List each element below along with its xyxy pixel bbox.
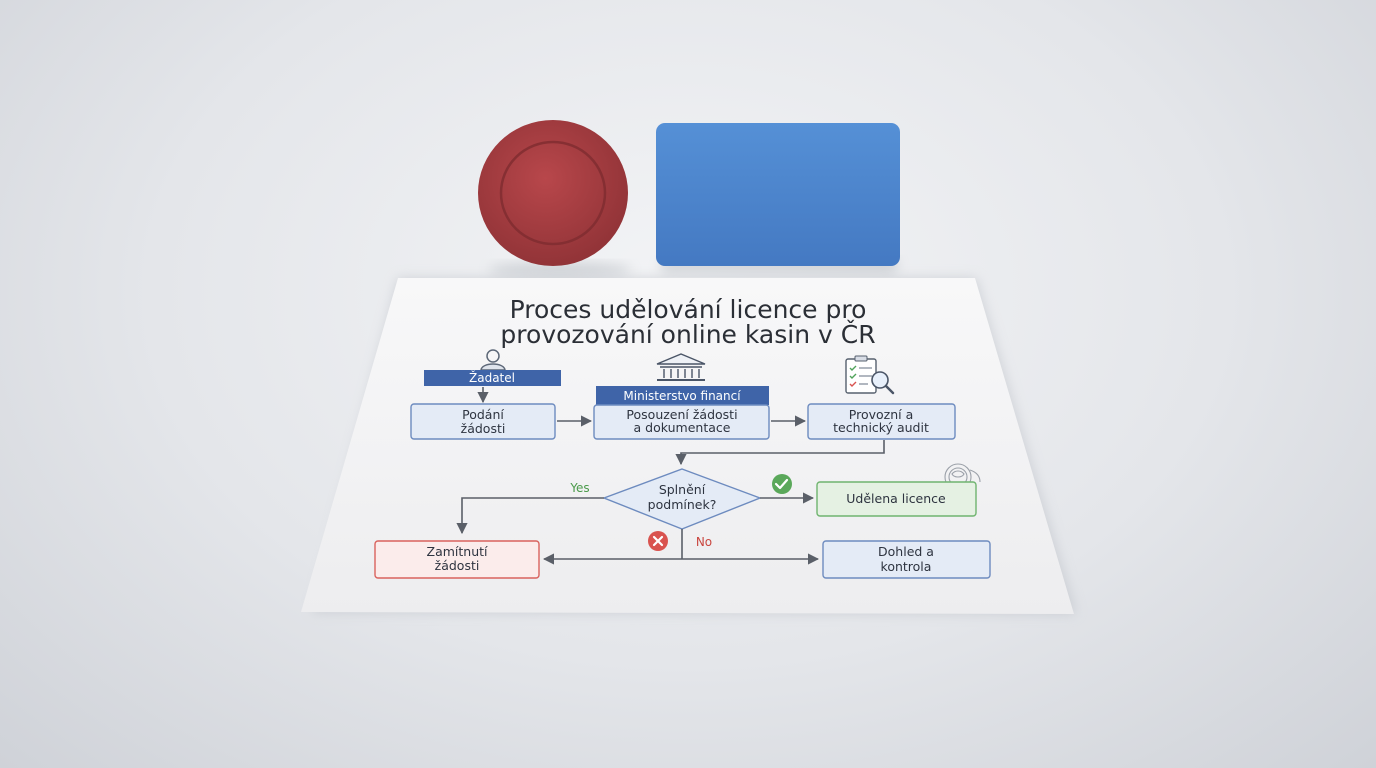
node-posouzeni-line-1: Posouzení žádosti: [626, 407, 737, 422]
cross-circle-icon: [648, 531, 668, 551]
node-zamitnuti-zadosti: Zamítnutí žádosti: [374, 540, 540, 579]
node-udelena-licence: Udělena licence: [816, 481, 977, 517]
node-podani-line-2: žádosti: [461, 421, 506, 436]
diagram-title-line-1: Proces udělování licence pro: [510, 295, 867, 324]
node-decision-line-2: podmínek?: [648, 497, 717, 512]
blue-card: [656, 123, 900, 266]
node-podani-zadosti: Podání žádosti: [410, 403, 556, 440]
node-dohled-line-2: kontrola: [881, 559, 932, 574]
edge-label-yes: Yes: [569, 481, 589, 495]
check-circle-icon: [772, 474, 792, 494]
diagram-title-line-2: provozování online kasin v ČR: [500, 319, 875, 349]
node-zamitnuti-line-2: žádosti: [435, 558, 480, 573]
red-casino-chip: [478, 120, 628, 266]
node-audit-line-2: technický audit: [833, 420, 929, 435]
node-audit-line-1: Provozní a: [849, 407, 913, 422]
node-udelena-label: Udělena licence: [846, 491, 946, 506]
zadatel-header: Žadatel: [424, 370, 561, 386]
ministerstvo-header-label: Ministerstvo financí: [623, 389, 741, 403]
node-posouzeni: Posouzení žádosti a dokumentace: [593, 404, 770, 440]
node-zamitnuti-line-1: Zamítnutí: [427, 544, 489, 559]
zadatel-header-label: Žadatel: [469, 370, 515, 385]
node-decision-line-1: Splnění: [659, 482, 706, 497]
bank-building-icon: [656, 353, 706, 381]
node-posouzeni-line-2: a dokumentace: [634, 420, 731, 435]
checklist-magnifier-icon: [845, 355, 895, 395]
node-podani-line-1: Podání: [462, 407, 504, 422]
ministerstvo-header: Ministerstvo financí: [596, 386, 769, 405]
edge-decision-zamitnuti-upper: [456, 497, 604, 535]
edge-audit-decision: [675, 440, 885, 466]
node-dohled-line-1: Dohled a: [878, 544, 934, 559]
node-dohled-kontrola: Dohled a kontrola: [822, 540, 991, 579]
node-audit: Provozní a technický audit: [807, 403, 956, 440]
edge-label-no: No: [696, 535, 712, 549]
person-icon: [480, 349, 506, 371]
